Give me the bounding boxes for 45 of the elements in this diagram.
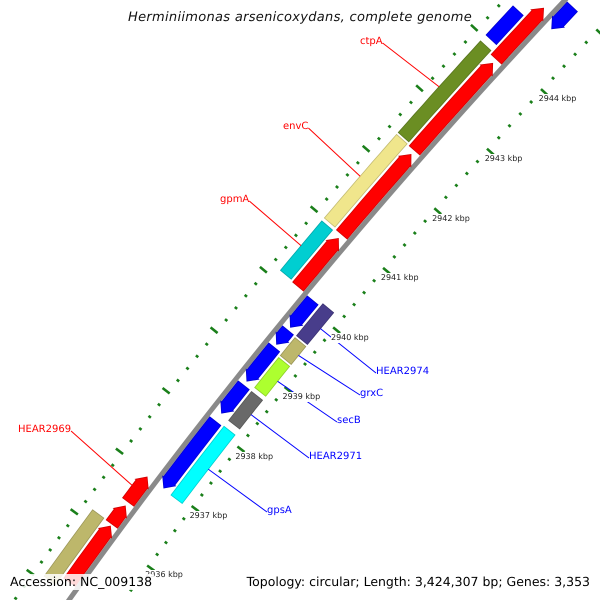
scale-label: 2942 kbp [432,214,470,224]
gene-block [324,134,408,228]
gene-label: grxC [360,388,384,400]
gene-label: HEAR2969 [18,424,72,436]
leader-line [208,468,268,512]
gene-block [486,5,524,46]
gene-label: gpmA [220,194,250,206]
gene-feature [220,380,250,414]
gene-block [280,220,334,280]
scale-label: 2941 kbp [380,273,419,284]
gene-feature [290,295,319,328]
leader-line [320,328,376,374]
gene-label: ctpA [360,36,383,48]
gene-feature [162,416,222,488]
gene-block [280,337,306,365]
gene-label: secB [337,415,361,427]
gene-feature [246,342,280,382]
gene-block [170,426,236,504]
gene-label: HEAR2974 [376,366,430,378]
gene-feature [292,238,340,292]
gene-feature [106,506,127,529]
scale-label: 2939 kbp [282,392,320,402]
gene-label: gpsA [267,505,292,517]
gene-feature [276,325,294,345]
gene-label: envC [283,121,308,133]
leader-line [70,430,133,486]
gene-feature [408,62,494,156]
leader-line [308,128,361,177]
scale-label: 2944 kbp [538,94,576,104]
leader-line [382,42,440,88]
leader-line [248,200,302,246]
chart-title: Herminiimonas arsenicoxydans, complete genome [128,10,472,25]
scale-label: 2940 kbp [331,332,369,343]
gene-block [398,40,492,142]
gene-feature [336,154,412,240]
gene-feature [490,8,544,65]
gene-block [228,390,264,430]
gene-feature [122,476,149,507]
gene-label: HEAR2971 [309,451,362,463]
scale-label: 2937 kbp [190,511,228,521]
scale-label: 2943 kbp [484,154,522,164]
scale-label: 2938 kbp [235,452,274,462]
leader-line [298,354,360,396]
gene-feature [551,2,578,30]
genome-info-text: Topology: circular; Length: 3,424,307 bp; Genes: 3,353 [244,574,592,590]
